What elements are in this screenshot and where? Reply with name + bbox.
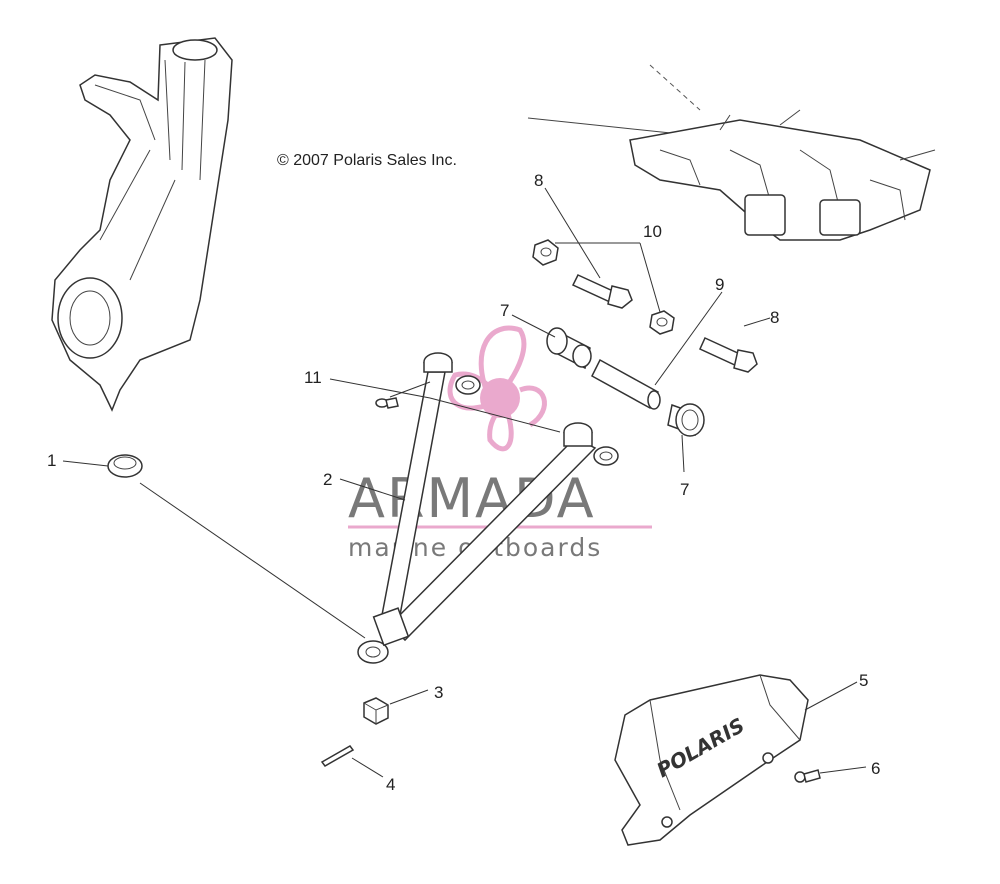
callout-7-lower: 7 <box>680 480 689 499</box>
cap-part-1 <box>107 454 143 478</box>
bushing-part-7-lower <box>667 403 705 437</box>
callout-1: 1 <box>47 451 56 470</box>
arm-bushing <box>455 375 619 466</box>
callout-8-right: 8 <box>770 308 779 327</box>
callout-7-upper: 7 <box>500 301 509 320</box>
screw-part-6 <box>794 769 821 783</box>
a-arm <box>357 352 597 664</box>
sleeve-part-9 <box>591 358 661 410</box>
frame-bracket <box>744 194 786 236</box>
guard-part-5: POLARIS <box>614 674 809 846</box>
frame-bracket <box>819 199 861 236</box>
copyright-text: © 2007 Polaris Sales Inc. <box>277 152 457 169</box>
frame-section <box>527 64 936 241</box>
callout-5: 5 <box>859 671 868 690</box>
callout-11: 11 <box>304 368 322 387</box>
callout-2: 2 <box>323 470 332 489</box>
nut-part-10-lower <box>649 310 675 335</box>
callout-8-upper: 8 <box>534 171 543 190</box>
nut-part-3 <box>363 697 389 725</box>
callout-6: 6 <box>871 759 880 778</box>
grease-fitting-part-11 <box>375 397 399 409</box>
callout-9: 9 <box>715 275 724 294</box>
cotter-pin-part-4 <box>320 745 355 767</box>
bushing-part-7-upper <box>546 327 592 370</box>
steering-knuckle <box>51 37 233 412</box>
callout-10: 10 <box>643 222 662 241</box>
callouts: 1 2 3 4 5 6 7 7 8 8 9 10 11 <box>47 171 880 794</box>
callout-3: 3 <box>434 683 443 702</box>
callout-4: 4 <box>386 775 395 794</box>
nut-part-10-upper <box>532 239 559 266</box>
bolt-part-8-upper <box>571 274 633 309</box>
bolt-part-8-right <box>699 337 758 373</box>
leader-lines <box>62 187 867 778</box>
propeller-icon <box>447 325 547 452</box>
